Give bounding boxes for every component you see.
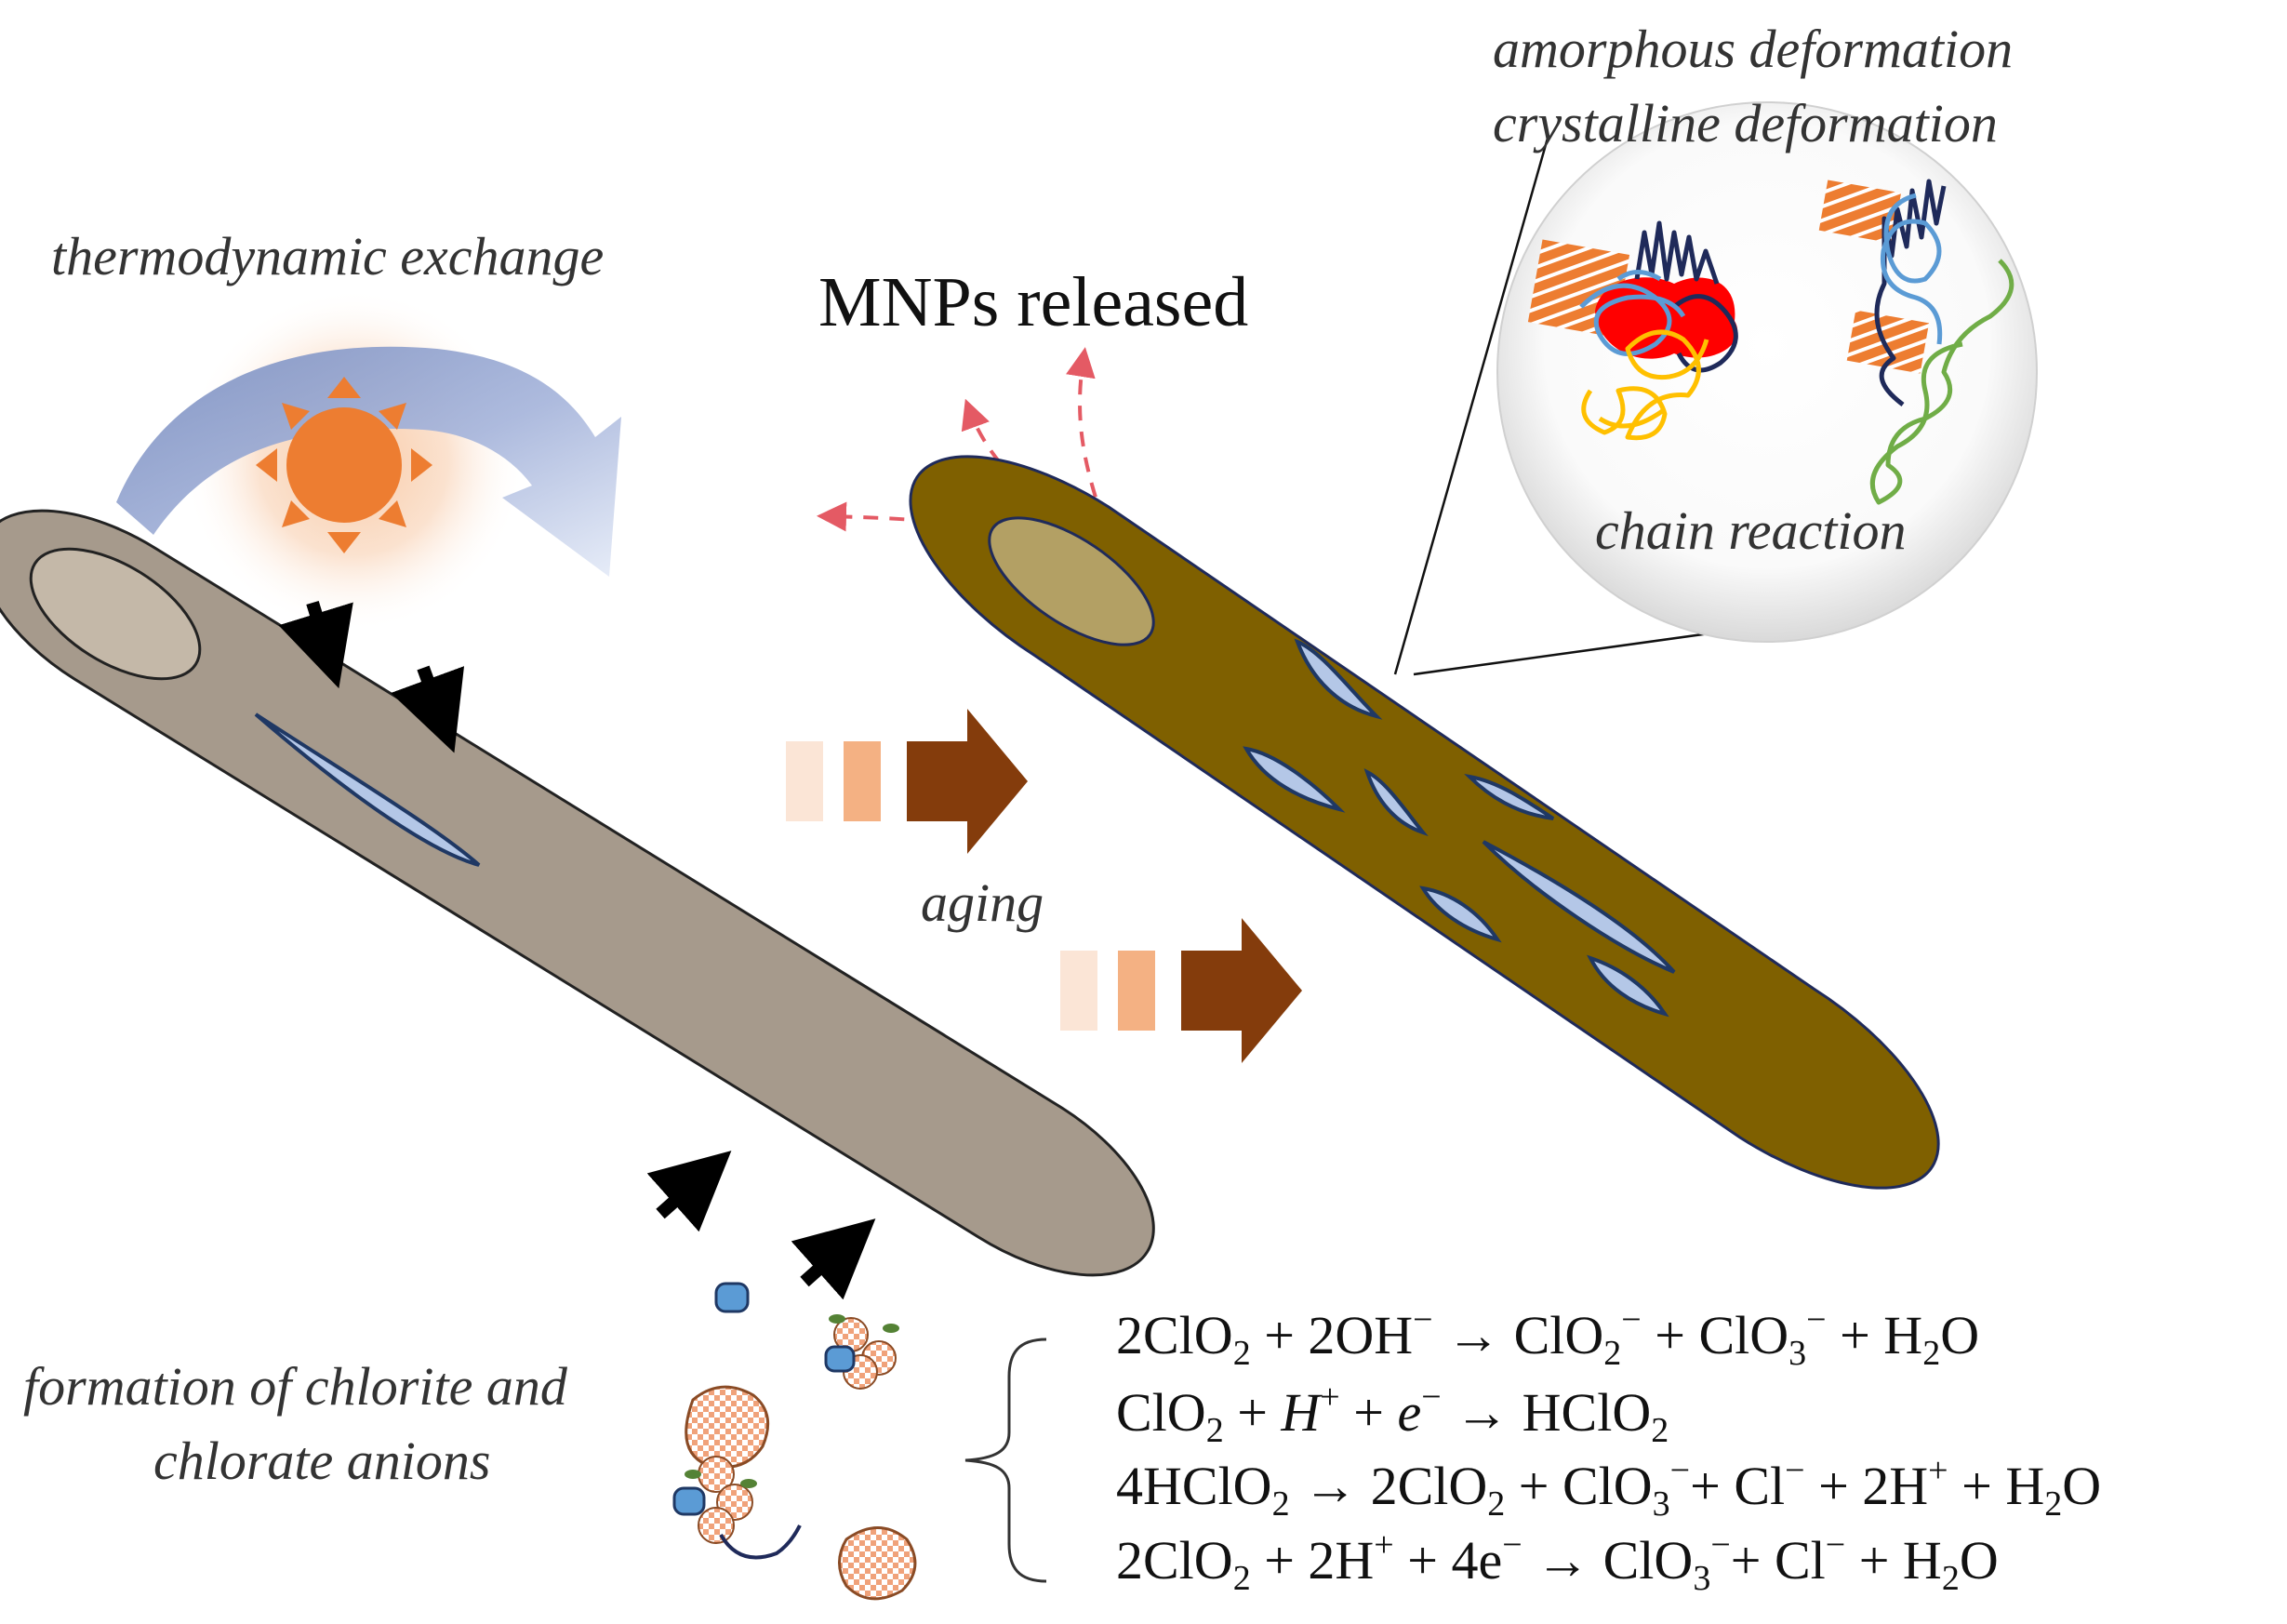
aged-cracks <box>1243 638 1676 1018</box>
equation-part: − <box>1826 1525 1845 1564</box>
formation-label-line2: chlorate anions <box>153 1431 490 1491</box>
equation-part: + ClO <box>1505 1456 1652 1516</box>
equation-1: 2ClO2 + 2OH− → ClO2− + ClO3− + H2O <box>1116 1300 1979 1373</box>
equation-part: 3 <box>1788 1334 1806 1373</box>
equation-part: + <box>1340 1382 1398 1443</box>
equation-part: O <box>2062 1456 2101 1516</box>
curved-arrow-icon <box>116 346 621 577</box>
thermal-arrows <box>278 600 465 753</box>
formation-label-line1: formation of chlorite and <box>23 1356 568 1417</box>
thermodynamic-label: thermodynamic exchange <box>51 226 604 286</box>
equation-part: − <box>1710 1525 1730 1564</box>
amorphous-label: amorphous deformation <box>1493 19 2013 79</box>
equation-2: ClO2 + H+ + e− → HClO2 <box>1116 1378 1669 1450</box>
equation-part: − <box>1806 1300 1826 1339</box>
equation-part: 2ClO <box>1116 1305 1233 1365</box>
equation-part: H <box>1280 1382 1323 1443</box>
equation-part: + <box>1374 1525 1393 1564</box>
equation-part: O <box>1960 1530 1999 1591</box>
equation-part: + <box>1224 1382 1282 1443</box>
equation-part: 2 <box>1206 1411 1224 1450</box>
equation-part: 2 <box>2044 1484 2062 1524</box>
aging-arrow-icon <box>786 709 1028 854</box>
equation-part: e <box>1397 1382 1421 1443</box>
equation-part: 4HClO <box>1116 1456 1272 1516</box>
equation-part: − <box>1670 1451 1690 1490</box>
equation-part: + H <box>1948 1456 2045 1516</box>
equation-part: 2 <box>1922 1334 1940 1373</box>
equation-part: + ClO <box>1642 1305 1788 1365</box>
equation-part: ClO <box>1116 1382 1206 1443</box>
equation-part: − <box>1413 1300 1432 1339</box>
equation-part: + 4e <box>1394 1530 1502 1591</box>
equation-part: 2 <box>1651 1411 1669 1450</box>
aging-label: aging <box>921 872 1044 933</box>
equation-brace <box>964 1338 1047 1583</box>
equation-part: − <box>1502 1525 1522 1564</box>
equation-part: 2 <box>1603 1334 1621 1373</box>
equations: 2ClO2 + 2OH− → ClO2− + ClO3− + H2O ClO2 … <box>1116 1300 2101 1598</box>
aging-arrow-icon-2 <box>1060 918 1302 1063</box>
equation-part: + 2H <box>1805 1456 1929 1516</box>
equation-part: + <box>1928 1451 1948 1490</box>
equation-part: → ClO <box>1433 1305 1604 1365</box>
incoming-arrows <box>646 1151 876 1300</box>
equation-part: 2 <box>1233 1334 1251 1373</box>
equation-part: + 2OH <box>1251 1305 1413 1365</box>
polymer-chains <box>1579 179 2014 505</box>
fresh-crack <box>254 712 481 867</box>
equation-part: 2 <box>1233 1559 1251 1598</box>
amorphous-region <box>1595 277 1738 359</box>
equation-part: + 2H <box>1251 1530 1375 1591</box>
equation-3: 4HClO2 → 2ClO2 + ClO3−+ Cl− + 2H+ + H2O <box>1116 1451 2101 1524</box>
equation-part: − <box>1421 1378 1441 1417</box>
equation-part: → ClO <box>1522 1530 1694 1591</box>
mnps-label: MNPs released <box>818 263 1248 341</box>
equation-part: → 2ClO <box>1290 1456 1488 1516</box>
sun-icon <box>256 377 432 553</box>
equation-part: 3 <box>1693 1559 1710 1598</box>
equation-part: + Cl <box>1690 1456 1785 1516</box>
equation-part: − <box>1621 1300 1641 1339</box>
equation-part: + <box>1320 1378 1339 1417</box>
aged-fiber <box>909 455 1940 1190</box>
chain-label: chain reaction <box>1595 500 1907 561</box>
fresh-fiber <box>0 509 1155 1277</box>
particle-cluster-icon <box>672 1282 917 1601</box>
equation-part: → HClO <box>1442 1382 1652 1443</box>
crystalline-label: crystalline deformation <box>1493 93 1998 153</box>
equation-part: 2 <box>1942 1559 1960 1598</box>
equation-part: + H <box>1845 1530 1942 1591</box>
equation-part: 2ClO <box>1116 1530 1233 1591</box>
zoom-circle: chain reaction <box>1496 101 2038 643</box>
equation-part: 2 <box>1272 1484 1290 1524</box>
equation-4: 2ClO2 + 2H+ + 4e− → ClO3−+ Cl− + H2O <box>1116 1525 1999 1598</box>
equation-part: − <box>1785 1451 1804 1490</box>
equation-part: 3 <box>1653 1484 1670 1524</box>
equation-part: + Cl <box>1731 1530 1826 1591</box>
equation-part: 2 <box>1487 1484 1505 1524</box>
equation-part: O <box>1940 1305 1979 1365</box>
equation-part: + H <box>1827 1305 1923 1365</box>
